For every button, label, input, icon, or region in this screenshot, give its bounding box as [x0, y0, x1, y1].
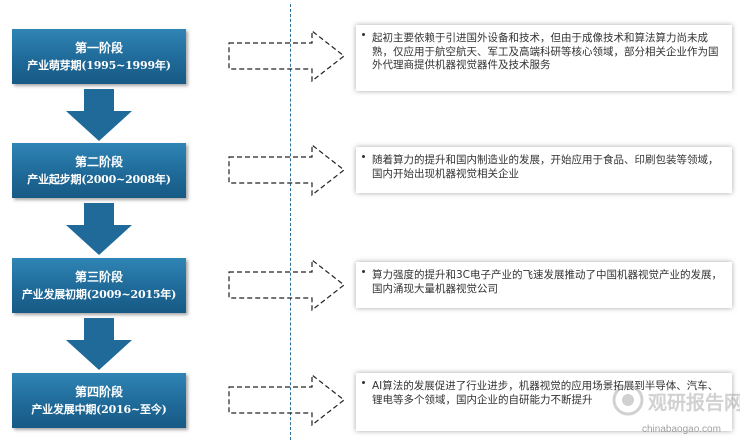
stage-name: 第二阶段: [74, 155, 123, 169]
right-arrow-icon: [228, 374, 345, 426]
stage-name: 第三阶段: [74, 270, 123, 284]
down-arrow-icon: [66, 203, 132, 255]
right-arrow-icon: [228, 259, 345, 311]
description-text: AI算法的发展促进了行业进步，机器视觉的应用场景拓展到半导体、汽车、锂电等多个领…: [372, 380, 719, 406]
description-text: 算力强度的提升和3C电子产业的飞速发展推动了中国机器视觉产业的发展，国内涌现大量…: [372, 269, 723, 295]
stage-box-3: 第三阶段 产业发展初期(2009~2015年): [12, 258, 186, 313]
stage-name: 第一阶段: [74, 41, 123, 55]
right-arrow-icon: [228, 144, 345, 196]
stage-box-4: 第四阶段 产业发展中期(2016~至今): [12, 373, 186, 428]
watermark-url: chinabaogao.com: [642, 424, 721, 435]
divider-line: [290, 4, 291, 440]
bullet-icon: [362, 270, 365, 273]
watermark-logo: 观研报告网: [612, 384, 740, 416]
down-arrow-icon: [66, 89, 132, 141]
watermark-logo-text: 观研报告网: [648, 391, 740, 414]
stage-period: 产业发展中期(2016~至今): [31, 403, 167, 416]
stage-period: 产业起步期(2000~2008年): [27, 173, 171, 186]
stage-description-2: 随着算力的提升和国内制造业的发展，开始应用于食品、印刷包装等领域，国内开始出现机…: [356, 147, 732, 193]
bullet-icon: [362, 155, 365, 158]
right-arrow-icon: [228, 30, 345, 82]
bullet-icon: [362, 33, 365, 36]
stage-box-1: 第一阶段 产业萌芽期(1995~1999年): [12, 29, 186, 84]
description-text: 随着算力的提升和国内制造业的发展，开始应用于食品、印刷包装等领域，国内开始出现机…: [372, 154, 719, 180]
stage-description-1: 起初主要依赖于引进国外设备和技术，但由于成像技术和算法算力尚未成熟，仅应用于航空…: [356, 25, 732, 91]
description-text: 起初主要依赖于引进国外设备和技术，但由于成像技术和算法算力尚未成熟，仅应用于航空…: [372, 32, 719, 71]
stage-period: 产业发展初期(2009~2015年): [21, 288, 177, 301]
down-arrow-icon: [66, 318, 132, 370]
stage-description-4: AI算法的发展促进了行业进步，机器视觉的应用场景拓展到半导体、汽车、锂电等多个领…: [356, 373, 732, 431]
stage-description-3: 算力强度的提升和3C电子产业的飞速发展推动了中国机器视觉产业的发展，国内涌现大量…: [356, 262, 732, 308]
stage-period: 产业萌芽期(1995~1999年): [27, 59, 171, 72]
stage-name: 第四阶段: [74, 385, 123, 399]
bullet-icon: [362, 381, 365, 384]
stage-box-2: 第二阶段 产业起步期(2000~2008年): [12, 143, 186, 198]
